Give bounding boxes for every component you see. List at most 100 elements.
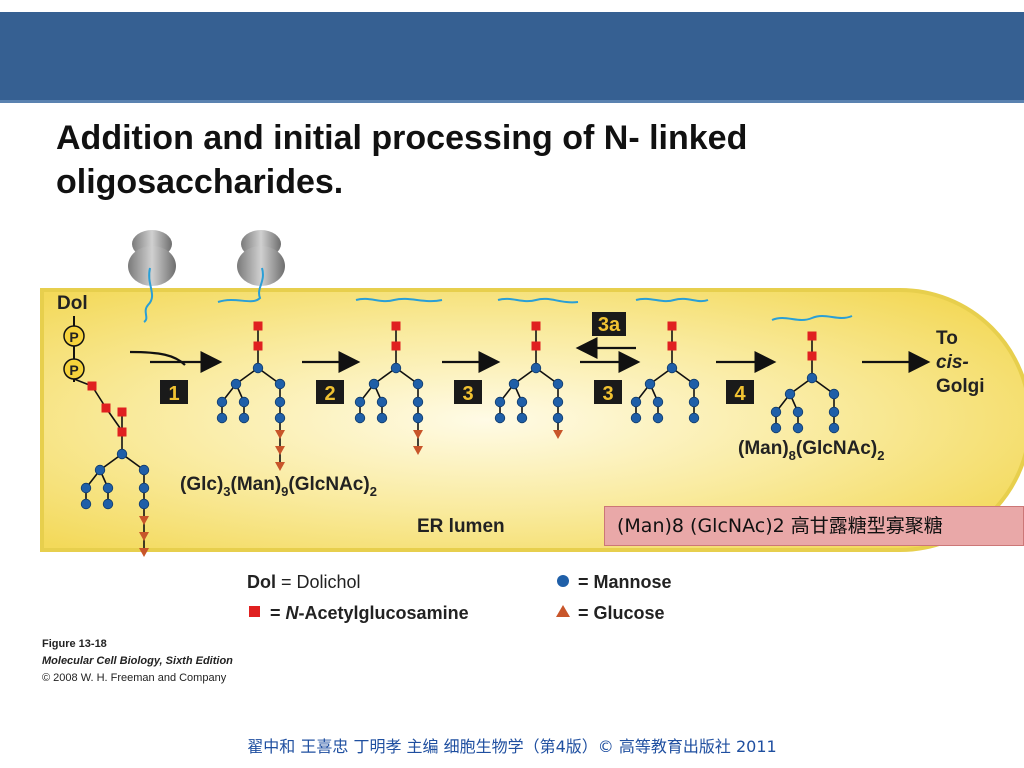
glcnac-square (807, 351, 817, 361)
glcnac-square (807, 331, 817, 341)
glycan-structures (73, 321, 840, 557)
glcnac-square (531, 321, 541, 331)
product-formula: (Man)8(GlcNAc)2 (738, 438, 884, 463)
mannose-circle (828, 406, 840, 418)
mannose-circle (552, 378, 564, 390)
mannose-circle (274, 396, 286, 408)
svg-text:2: 2 (324, 383, 335, 405)
mannose-circle (516, 396, 528, 408)
phosphate-icon: P (63, 358, 85, 380)
svg-text:P: P (69, 362, 78, 378)
mannose-circle (80, 498, 92, 510)
mannose-circle (412, 378, 424, 390)
mannose-circle (94, 464, 106, 476)
mannose-circle (238, 396, 250, 408)
glcnac-square (117, 407, 127, 417)
mannose-circle (354, 412, 366, 424)
step-3a-box: 3a (592, 312, 626, 336)
glcnac-square (531, 341, 541, 351)
mannose-circle (666, 362, 678, 374)
glucose-triangle (139, 532, 149, 541)
glucose-triangle (413, 446, 423, 455)
legend-glucose: = Glucose (578, 603, 665, 623)
mannose-circle (806, 372, 818, 384)
mannose-circle (274, 412, 286, 424)
step-1-box: 1 (160, 380, 188, 405)
glucose-triangle (553, 430, 563, 439)
mannose-circle (630, 396, 642, 408)
mannose-circle (390, 362, 402, 374)
step-3-box: 3 (594, 380, 622, 405)
er-lumen-label: ER lumen (417, 516, 505, 537)
mannose-circle (516, 412, 528, 424)
glucose-triangle (275, 446, 285, 455)
step-4-box: 4 (726, 380, 754, 405)
glcnac-square (101, 403, 111, 413)
glcnac-square (117, 427, 127, 437)
mannose-circle (630, 412, 642, 424)
legend-mannose: = Mannose (578, 572, 672, 592)
footer-citation: 翟中和 王喜忠 丁明孝 主编 细胞生物学（第4版）© 高等教育出版社 2011 (247, 737, 777, 756)
golgi-label: Golgi (936, 376, 985, 397)
copyright: © 2008 W. H. Freeman and Company (42, 672, 227, 684)
to-label: To (936, 328, 958, 349)
mannose-circle (552, 412, 564, 424)
glcnac-square (391, 321, 401, 331)
glcnac-square (667, 341, 677, 351)
mannose-circle (80, 482, 92, 494)
mannose-circle-icon (557, 575, 569, 587)
svg-text:3: 3 (602, 383, 613, 405)
mannose-circle (102, 482, 114, 494)
legend: Dol = Dolichol = N-Acetylglucosamine = M… (247, 572, 672, 623)
mannose-circle (688, 378, 700, 390)
mannose-circle (688, 396, 700, 408)
mannose-circle (652, 396, 664, 408)
glucose-triangle (139, 516, 149, 525)
ribosome-icon (237, 230, 285, 286)
ribosome-icon (128, 230, 176, 286)
glucose-triangle (275, 462, 285, 471)
glcnac-square (253, 321, 263, 331)
mannose-circle (138, 482, 150, 494)
svg-text:1: 1 (168, 383, 179, 405)
glucose-triangle (275, 430, 285, 439)
mannose-circle (138, 464, 150, 476)
svg-text:4: 4 (734, 383, 746, 405)
phosphate-icon: P (63, 325, 85, 347)
glucose-triangle-icon (556, 605, 570, 617)
mannose-circle (238, 412, 250, 424)
mannose-circle (274, 378, 286, 390)
legend-glcnac: = N-Acetylglucosamine (270, 603, 469, 623)
glcnac-square (253, 341, 263, 351)
mannose-circle (494, 396, 506, 408)
mannose-circle (368, 378, 380, 390)
legend-dol: Dol = Dolichol (247, 572, 361, 592)
mannose-circle (216, 396, 228, 408)
glcnac-square (87, 381, 97, 391)
precursor-formula: (Glc)3(Man)9(GlcNAc)2 (180, 474, 377, 499)
mannose-circle (770, 422, 782, 434)
mannose-circle (688, 412, 700, 424)
mannose-circle (376, 396, 388, 408)
figure-caption: Figure 13-18 Molecular Cell Biology, Six… (42, 638, 233, 684)
mannose-circle (138, 498, 150, 510)
step-3-box: 3 (454, 380, 482, 405)
mannose-circle (508, 378, 520, 390)
mannose-circle (412, 396, 424, 408)
mannose-circle (354, 396, 366, 408)
mannose-circle (412, 412, 424, 424)
mannose-circle (102, 498, 114, 510)
mannose-circle (652, 412, 664, 424)
slide-title: Addition and initial processing of N- li… (56, 116, 956, 204)
mannose-circle (552, 396, 564, 408)
glcnac-square (391, 341, 401, 351)
reaction-arrows (129, 337, 931, 373)
mannose-circle (792, 422, 804, 434)
glcnac-square (667, 321, 677, 331)
mannose-circle (644, 378, 656, 390)
svg-text:3a: 3a (598, 314, 621, 336)
title-line-1: Addition and initial processing of N- li… (56, 119, 748, 157)
glcnac-square-icon (249, 606, 260, 617)
title-line-2: oligosaccharides. (56, 163, 344, 201)
